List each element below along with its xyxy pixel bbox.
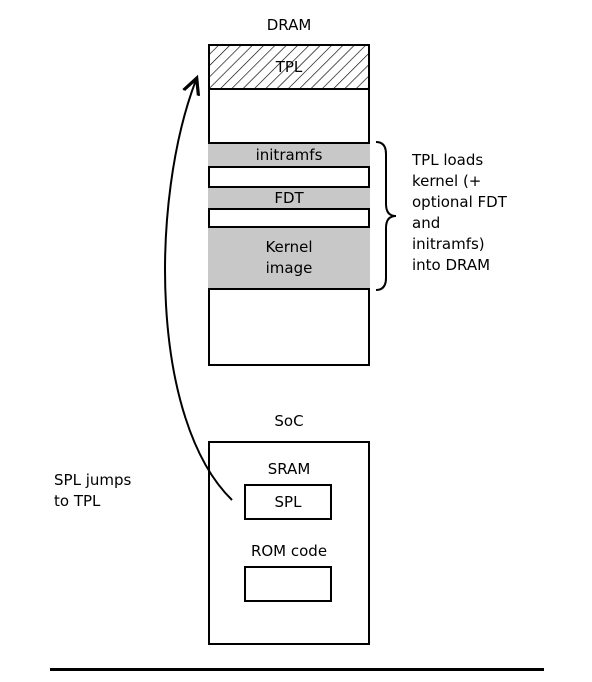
spl-box: SPL xyxy=(244,484,332,520)
note-line: kernel (+ xyxy=(412,172,482,190)
kernel-image-region: Kernel image xyxy=(208,226,370,290)
soc-block xyxy=(208,441,370,645)
initramfs-label: initramfs xyxy=(255,145,323,164)
spl-label: SPL xyxy=(274,492,302,511)
rom-code-label: ROM code xyxy=(250,542,328,560)
note-line: initramfs) xyxy=(412,235,485,253)
spl-jump-note: SPL jumps to TPL xyxy=(54,470,131,512)
note-line: TPL loads xyxy=(412,151,484,169)
note-line: into DRAM xyxy=(412,256,491,274)
note-line: and xyxy=(412,214,441,232)
fdt-region: FDT xyxy=(208,186,370,210)
curly-brace xyxy=(375,141,397,291)
dram-title: DRAM xyxy=(266,16,312,34)
sram-label: SRAM xyxy=(267,460,311,478)
dram-load-note: TPL loads kernel (+ optional FDT and ini… xyxy=(412,150,507,276)
bottom-rule xyxy=(50,668,544,671)
kernel-label-line1: Kernel xyxy=(265,238,313,256)
soc-title: SoC xyxy=(274,412,304,430)
fdt-label: FDT xyxy=(274,188,304,207)
jump-line: to TPL xyxy=(54,492,101,510)
tpl-region xyxy=(208,44,370,90)
initramfs-region: initramfs xyxy=(208,142,370,168)
rom-code-box xyxy=(244,566,332,602)
kernel-label-line2: image xyxy=(265,259,313,277)
jump-line: SPL jumps xyxy=(54,471,132,489)
note-line: optional FDT xyxy=(412,193,507,211)
tpl-label: TPL xyxy=(275,57,303,76)
